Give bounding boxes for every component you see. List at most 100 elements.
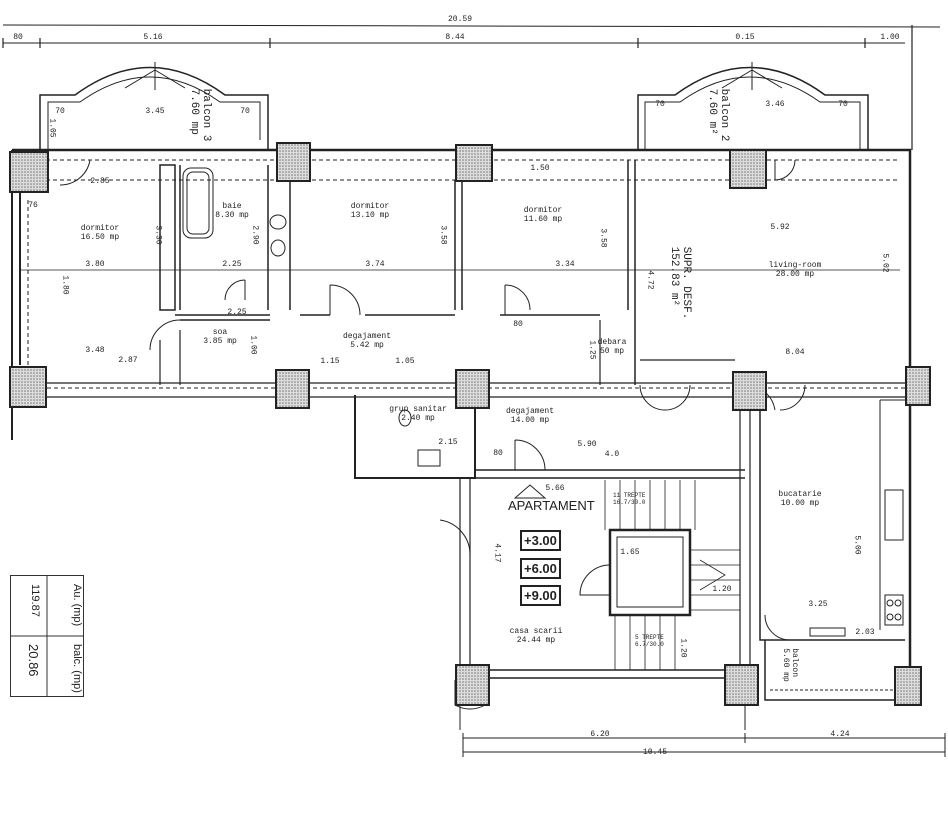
balcony-left-inner bbox=[47, 76, 261, 150]
dimension: 5.90 bbox=[577, 440, 597, 449]
balcony-right-outline bbox=[637, 66, 869, 150]
dimension: 70 bbox=[55, 107, 65, 116]
balcony-left-outline bbox=[39, 66, 269, 150]
dimension: 3.74 bbox=[365, 260, 385, 269]
pillar bbox=[455, 664, 490, 706]
pillar bbox=[9, 366, 47, 408]
table-header: Au. (mp) bbox=[71, 584, 83, 627]
dimension: 4.17 bbox=[492, 543, 502, 563]
dimension: 1.65 bbox=[620, 548, 640, 557]
dimension: 1.05 bbox=[395, 357, 415, 366]
dimension: 70 bbox=[655, 100, 665, 109]
pillar bbox=[732, 371, 767, 411]
stove-icon bbox=[884, 594, 904, 626]
dimension: 70 bbox=[838, 100, 848, 109]
dimension: 2.90 bbox=[250, 225, 260, 245]
balcony-left-arrows bbox=[124, 62, 186, 90]
dimension: 3.30 bbox=[153, 225, 163, 245]
dim-segment: 1.00 bbox=[880, 33, 900, 42]
dimension: 8.04 bbox=[785, 348, 805, 357]
table-header: balc. (mp) bbox=[71, 644, 83, 693]
dimension: 5.00 bbox=[852, 535, 862, 555]
elevator-shaft bbox=[608, 528, 692, 617]
dim-segment: 8.44 bbox=[445, 33, 465, 42]
pillar bbox=[729, 149, 767, 189]
pillar bbox=[724, 664, 759, 706]
dimension: 1.15 bbox=[320, 357, 340, 366]
dimension: 6.20 bbox=[590, 730, 610, 739]
table-cell: 20.86 bbox=[26, 644, 41, 677]
dimension: 3.46 bbox=[765, 100, 785, 109]
dimension: 2.85 bbox=[90, 177, 110, 186]
table-cell: 119.87 bbox=[29, 584, 41, 617]
dimension: 1.05 bbox=[47, 118, 57, 138]
pillar bbox=[9, 151, 49, 193]
pillars bbox=[9, 142, 931, 706]
dimension: 2.15 bbox=[438, 438, 458, 447]
level-badge: +3.00 bbox=[520, 530, 561, 551]
dimension: 4.24 bbox=[830, 730, 850, 739]
dim-segment: 0.15 bbox=[735, 33, 755, 42]
dim-total: 20.59 bbox=[447, 15, 473, 24]
apartment-label: APARTAMENT bbox=[508, 498, 595, 513]
dim-segment: 5.16 bbox=[143, 33, 163, 42]
dimension: 1.00 bbox=[248, 335, 258, 355]
dimension: 3.80 bbox=[85, 260, 105, 269]
entry-arrow bbox=[513, 484, 547, 499]
dimension: 3.34 bbox=[555, 260, 575, 269]
dimension: 1.50 bbox=[530, 164, 550, 173]
dim-segment: 80 bbox=[13, 33, 23, 42]
sink-icon bbox=[269, 214, 287, 230]
dimension: 1.20 bbox=[712, 585, 732, 594]
dim-line-total bbox=[2, 24, 941, 28]
dimension: 2.87 bbox=[118, 356, 138, 365]
dimension: 80 bbox=[513, 320, 523, 329]
pillar bbox=[455, 144, 493, 182]
dimension: 2.25 bbox=[222, 260, 242, 269]
level-badge: +9.00 bbox=[520, 585, 561, 606]
dimension: 5.02 bbox=[880, 253, 890, 273]
dimension: 3.48 bbox=[85, 346, 105, 355]
dimension: 3.25 bbox=[808, 600, 828, 609]
sink-icon-2 bbox=[417, 449, 441, 467]
level-badge: +6.00 bbox=[520, 558, 561, 579]
pillar bbox=[276, 142, 311, 182]
dimension: 70 bbox=[240, 107, 250, 116]
dimension: 5.66 bbox=[545, 484, 565, 493]
dimension: 3.58 bbox=[598, 228, 608, 248]
dimension: 4.0 bbox=[604, 450, 620, 459]
toilet-icon bbox=[270, 239, 286, 257]
kitchen-sink-icon bbox=[884, 489, 904, 541]
dimension: 76 bbox=[28, 201, 38, 210]
dimension: 2.03 bbox=[855, 628, 875, 637]
dimension: 4.72 bbox=[645, 270, 655, 290]
dimension: 1.80 bbox=[60, 275, 70, 295]
dimension: 5.92 bbox=[770, 223, 790, 232]
pillar bbox=[905, 366, 931, 406]
dimension: 10.45 bbox=[642, 748, 668, 757]
pillar bbox=[275, 369, 310, 409]
dimension: 3.58 bbox=[438, 225, 448, 245]
pillar bbox=[894, 666, 922, 706]
surface-label: SUPR. DESF.152.83 m² bbox=[668, 246, 692, 320]
summary-table: Au. (mp) balc. (mp) 119.87 20.86 bbox=[10, 575, 84, 697]
dimension: 2.25 bbox=[227, 308, 247, 317]
